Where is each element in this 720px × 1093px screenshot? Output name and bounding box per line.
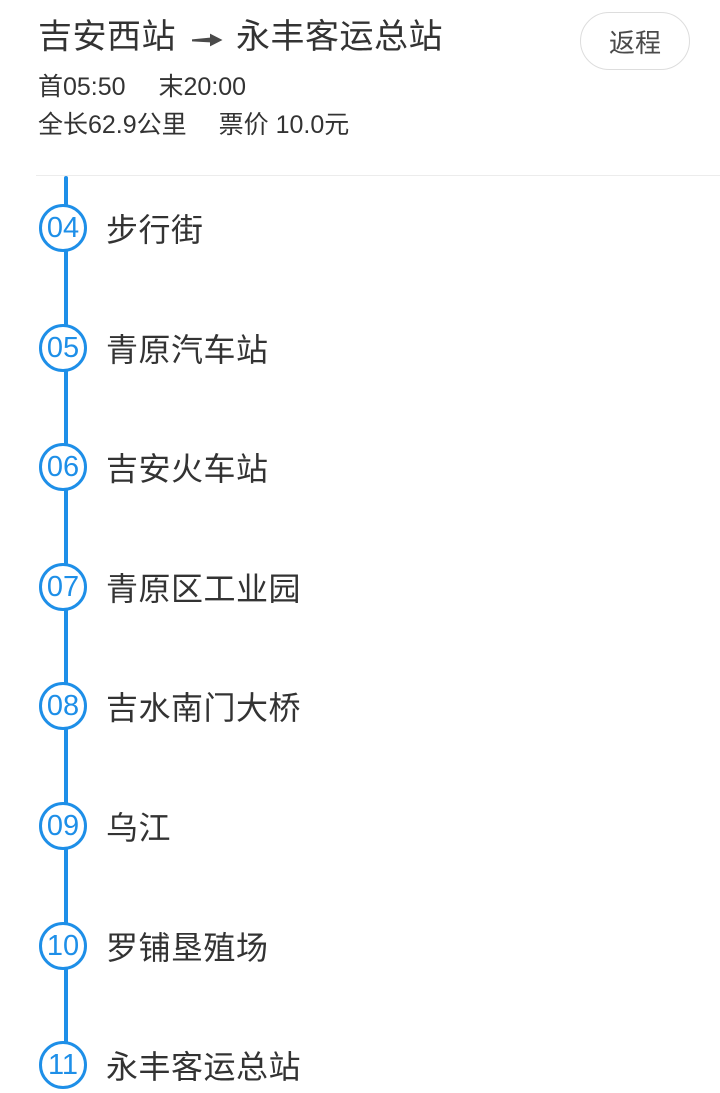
route-header: 吉安西站 永丰客运总站 首05:50 末20:00 全长62.9公里 票价 10… xyxy=(0,0,720,175)
stop-name: 青原区工业园 xyxy=(106,571,302,607)
stop-item[interactable]: 11 永丰客运总站 xyxy=(0,1037,301,1093)
route-meta: 全长62.9公里 票价 10.0元 xyxy=(38,108,720,142)
route-fare: 票价 10.0元 xyxy=(218,111,350,139)
last-bus-time: 末20:00 xyxy=(158,73,247,101)
stop-name: 永丰客运总站 xyxy=(106,1049,302,1085)
stop-number-badge: 05 xyxy=(39,324,87,372)
stop-number: 04 xyxy=(46,211,80,244)
stop-item[interactable]: 05 青原汽车站 xyxy=(0,320,269,376)
stop-number: 06 xyxy=(46,450,80,483)
stop-number-badge: 08 xyxy=(39,682,87,730)
direction-arrow-icon xyxy=(190,16,224,60)
header-divider xyxy=(36,175,720,176)
stop-number-badge: 06 xyxy=(39,443,87,491)
stop-name: 乌江 xyxy=(106,810,172,846)
stop-item[interactable]: 10 罗铺垦殖场 xyxy=(0,918,269,974)
stop-item[interactable]: 07 青原区工业园 xyxy=(0,559,301,615)
stop-number: 08 xyxy=(46,689,80,722)
stop-number: 10 xyxy=(46,929,80,962)
return-trip-button[interactable]: 返程 xyxy=(579,12,690,70)
stop-number: 11 xyxy=(47,1048,79,1081)
stop-item[interactable]: 08 吉水南门大桥 xyxy=(0,678,301,734)
first-bus-time: 首05:50 xyxy=(38,73,126,101)
route-origin: 吉安西站 xyxy=(38,18,176,56)
stop-number-badge: 09 xyxy=(39,802,87,850)
route-destination: 永丰客运总站 xyxy=(236,18,443,56)
stop-name: 吉安火车站 xyxy=(106,451,269,487)
route-title: 吉安西站 永丰客运总站 xyxy=(38,14,720,60)
stop-number: 07 xyxy=(46,570,80,603)
stop-number-badge: 10 xyxy=(39,922,87,970)
route-distance: 全长62.9公里 xyxy=(38,111,187,139)
stop-number-badge: 11 xyxy=(39,1041,87,1089)
stop-name: 步行街 xyxy=(106,212,204,248)
stop-name: 青原汽车站 xyxy=(106,332,269,368)
route-line xyxy=(64,176,68,1065)
stop-item[interactable]: 04 步行街 xyxy=(0,200,204,256)
stop-number: 05 xyxy=(46,331,80,364)
stop-number-badge: 04 xyxy=(39,204,87,252)
stop-item[interactable]: 06 吉安火车站 xyxy=(0,439,269,495)
service-times: 首05:50 末20:00 xyxy=(38,70,720,104)
stop-name: 吉水南门大桥 xyxy=(106,690,302,726)
stop-number: 09 xyxy=(46,809,80,842)
stop-number-badge: 07 xyxy=(39,563,87,611)
stop-name: 罗铺垦殖场 xyxy=(106,930,269,966)
stop-item[interactable]: 09 乌江 xyxy=(0,798,171,854)
